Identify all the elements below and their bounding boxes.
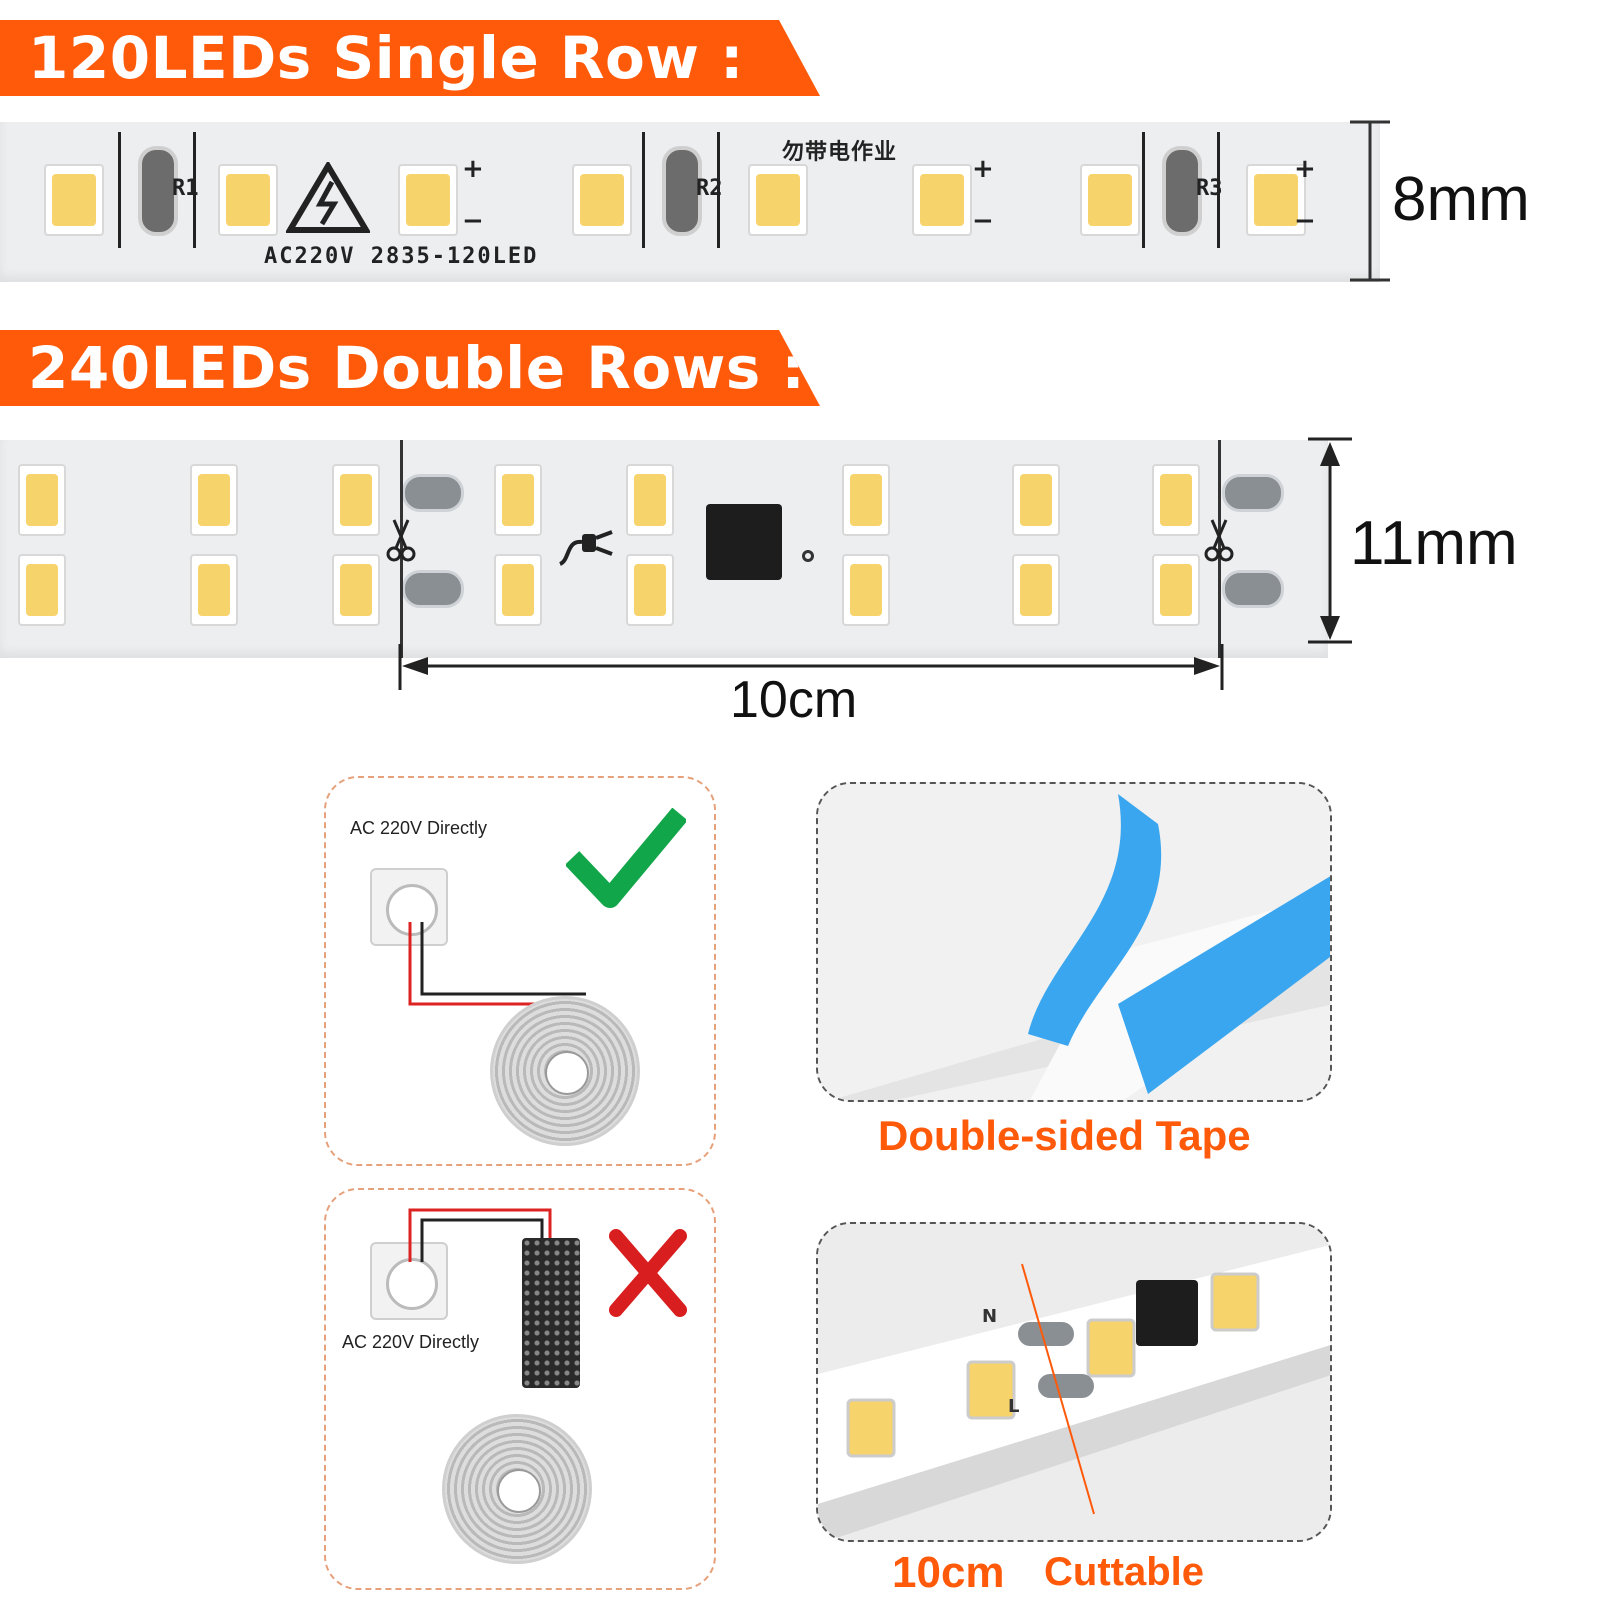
- tape-caption: Double-sided Tape: [878, 1112, 1251, 1159]
- led: [332, 554, 380, 626]
- plus-sign: +: [1294, 154, 1316, 184]
- led: [190, 464, 238, 536]
- power-supply-unit: [522, 1238, 580, 1388]
- strip-warning-text: 勿带电作业: [782, 140, 898, 165]
- led: [626, 554, 674, 626]
- led: [1012, 464, 1060, 536]
- double-row-strip: [0, 440, 1328, 658]
- width-label: 8mm: [1392, 165, 1530, 234]
- resistor: [138, 146, 178, 236]
- led: [18, 554, 66, 626]
- cut-strip-illustration: [818, 1224, 1330, 1540]
- strip-marking: AC220V 2835-120LED: [264, 244, 539, 269]
- solder-pad: [402, 570, 464, 608]
- resistor-label: R3: [1196, 176, 1223, 201]
- length-label: 10cm: [730, 671, 858, 729]
- led: [748, 164, 808, 236]
- scissors-icon: [1204, 519, 1234, 562]
- led: [190, 554, 238, 626]
- cut-caption-value: 10cm: [892, 1548, 1005, 1597]
- led: [218, 164, 278, 236]
- led-strip-reel: [442, 1414, 592, 1564]
- led: [1080, 164, 1140, 236]
- cable-wires: [408, 1208, 552, 1262]
- led: [572, 164, 632, 236]
- led: [44, 164, 104, 236]
- led: [842, 464, 890, 536]
- led: [494, 554, 542, 626]
- cross-icon: [609, 1229, 687, 1317]
- section1-title: 120LEDs Single Row :: [28, 24, 744, 92]
- tape-photo-card: [816, 782, 1332, 1102]
- led: [1012, 554, 1060, 626]
- direct-connection-card: AC 220V Directly: [324, 776, 716, 1166]
- resistor-frame: [1142, 132, 1220, 248]
- led: [1152, 554, 1200, 626]
- chip-marker: [802, 550, 814, 562]
- psu-connection-label: AC 220V Directly: [342, 1332, 480, 1352]
- height-dimension-arrow: [1308, 437, 1352, 644]
- resistor-label: R2: [696, 176, 723, 201]
- pad-l-label: L: [1008, 1396, 1020, 1417]
- plus-sign: +: [462, 154, 484, 184]
- led: [626, 464, 674, 536]
- cut-photo-card: N L: [816, 1222, 1332, 1542]
- led: [398, 164, 458, 236]
- resistor-frame: [642, 132, 720, 248]
- led: [912, 164, 972, 236]
- led: [332, 464, 380, 536]
- minus-sign: −: [972, 206, 994, 236]
- solder-pad: [402, 474, 464, 512]
- resistor-label: R1: [172, 176, 199, 201]
- section2-title: 240LEDs Double Rows :: [28, 334, 806, 402]
- check-icon: [566, 808, 686, 908]
- led: [842, 554, 890, 626]
- width-dimension-bracket: [1350, 120, 1390, 282]
- resistor: [662, 146, 702, 236]
- led: [18, 464, 66, 536]
- cut-caption-word: Cuttable: [1044, 1550, 1204, 1594]
- driver-chip: [706, 504, 782, 580]
- plus-sign: +: [972, 154, 994, 184]
- warning-triangle-icon: [286, 162, 370, 233]
- resistor: [1162, 146, 1202, 236]
- led-strip-reel: [490, 996, 640, 1146]
- section1-banner: 120LEDs Single Row :: [0, 20, 820, 96]
- minus-sign: −: [1294, 206, 1316, 236]
- solder-pad: [1222, 570, 1284, 608]
- power-plug-icon: [558, 530, 613, 566]
- solder-pad: [1222, 474, 1284, 512]
- led: [1246, 164, 1306, 236]
- led: [1152, 464, 1200, 536]
- pad-n-label: N: [982, 1306, 998, 1327]
- height-label: 11mm: [1350, 509, 1518, 578]
- section2-banner: 240LEDs Double Rows :: [0, 330, 820, 406]
- minus-sign: −: [462, 206, 484, 236]
- length-dimension-arrow: [398, 644, 1224, 690]
- resistor-frame: [118, 132, 196, 248]
- cut-line: [400, 440, 403, 658]
- single-row-strip: R1 R2 R3 + − + − + − 勿带电作业 AC220V 2835-1…: [0, 122, 1380, 282]
- tape-illustration: [818, 784, 1330, 1100]
- scissors-icon: [386, 519, 416, 562]
- psu-connection-card: AC 220V Directly: [324, 1188, 716, 1590]
- cable-wires: [408, 922, 586, 1006]
- direct-connection-label: AC 220V Directly: [350, 818, 488, 838]
- cut-line: [1218, 440, 1221, 658]
- led: [494, 464, 542, 536]
